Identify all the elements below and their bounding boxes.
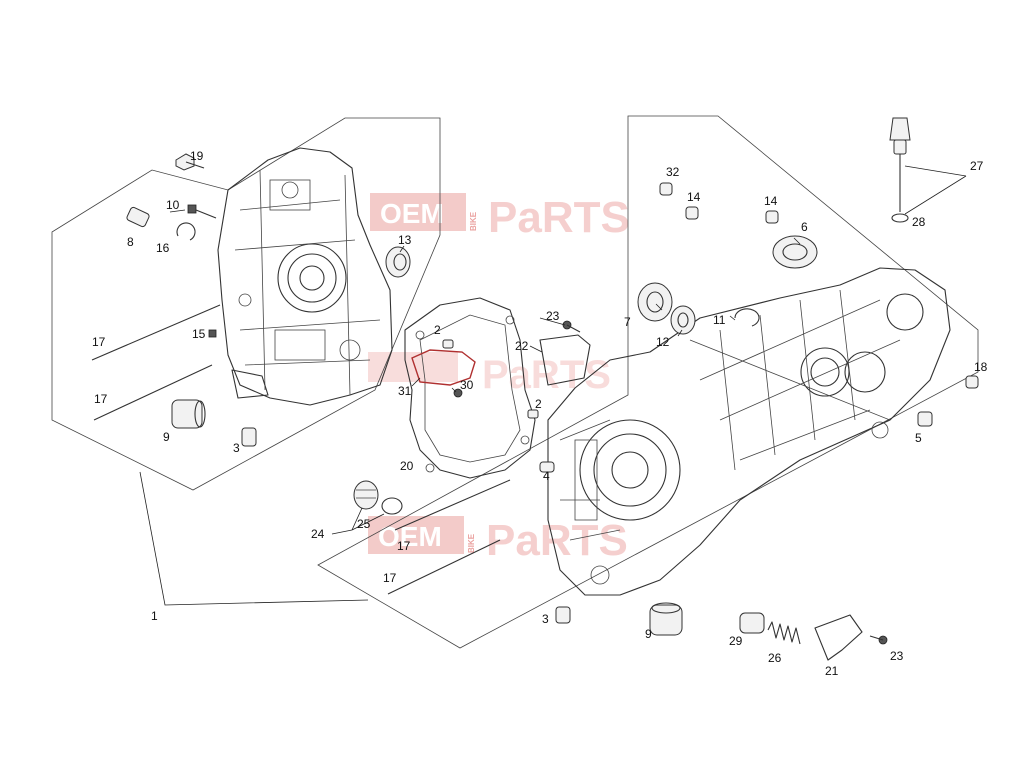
watermark-prefix: OEM — [380, 198, 444, 229]
callout-17b: 17 — [94, 392, 108, 406]
callout-3a: 3 — [233, 441, 240, 455]
watermark-bottom: OEM BIKE PaRTS — [368, 516, 628, 565]
dowel-pin-8 — [126, 206, 150, 228]
callout-9b: 9 — [645, 627, 652, 641]
callout-17c: 17 — [397, 539, 411, 553]
bracket-22 — [539, 334, 591, 386]
callout-20: 20 — [400, 459, 414, 473]
callout-14b: 14 — [764, 194, 778, 208]
callout-7: 7 — [624, 315, 631, 329]
callout-22: 22 — [515, 339, 529, 353]
pin-18 — [965, 375, 979, 389]
callout-19: 19 — [190, 149, 204, 163]
leader-lines — [169, 165, 967, 535]
callout-3b: 3 — [542, 612, 549, 626]
bush-14a — [685, 206, 699, 220]
bearing-12 — [670, 305, 696, 335]
callout-labels: 19 10 8 16 13 17 15 17 9 3 2 23 22 31 30… — [92, 149, 988, 678]
callout-27: 27 — [970, 159, 984, 173]
callout-11: 11 — [713, 313, 726, 327]
spring-26 — [767, 621, 801, 645]
bush-32 — [659, 182, 673, 196]
watermark-suffix: PaRTS — [488, 193, 630, 242]
circlip-11 — [734, 308, 760, 327]
callout-10: 10 — [166, 198, 180, 212]
bolt-10 — [187, 204, 217, 219]
callout-6: 6 — [801, 220, 808, 234]
pin-29 — [739, 612, 765, 634]
callout-25: 25 — [357, 517, 371, 531]
callout-30: 30 — [460, 378, 474, 392]
pin-2a — [442, 339, 454, 349]
callout-12: 12 — [656, 335, 670, 349]
callout-14a: 14 — [687, 190, 701, 204]
callout-28: 28 — [912, 215, 926, 229]
bearing-7 — [637, 282, 673, 322]
callout-29: 29 — [729, 634, 743, 648]
strainer-cover — [411, 349, 476, 386]
callout-24: 24 — [311, 527, 325, 541]
callout-5: 5 — [915, 431, 922, 445]
callout-2a: 2 — [434, 323, 441, 337]
screw-23a — [562, 320, 581, 333]
o-ring-25 — [381, 497, 403, 515]
watermark-top: OEM BIKE PaRTS — [370, 193, 630, 242]
callout-23a: 23 — [546, 309, 560, 323]
callout-17a: 17 — [92, 335, 106, 349]
bearing-6 — [772, 235, 818, 269]
stud-17a — [91, 304, 221, 361]
plate-21 — [814, 614, 863, 661]
pin-2b — [527, 409, 539, 419]
dowel-3b — [555, 606, 571, 624]
callout-18: 18 — [974, 360, 988, 374]
oil-filter-24 — [353, 480, 379, 510]
crankcase-gasket — [404, 297, 536, 479]
callout-32: 32 — [666, 165, 680, 179]
bushing-9b — [649, 602, 683, 636]
left-half-group-outline — [51, 117, 441, 491]
callout-2b: 2 — [535, 397, 542, 411]
left-crankcase-half — [217, 147, 393, 406]
callout-8: 8 — [127, 235, 134, 249]
stud-17b — [93, 364, 213, 421]
bolt-19 — [175, 153, 205, 171]
screw-23b — [869, 635, 888, 645]
bushing-9a — [171, 399, 206, 429]
callout-17d: 17 — [383, 571, 397, 585]
callout-16: 16 — [156, 241, 170, 255]
bush-14b — [765, 210, 779, 224]
circlip-16 — [176, 222, 196, 241]
callout-13: 13 — [398, 233, 412, 247]
watermark-vertical-bottom: BIKE — [467, 533, 476, 553]
pin-4 — [539, 461, 555, 473]
leader-1 — [139, 471, 369, 606]
stud-17c — [394, 479, 511, 531]
right-half-group-outline — [317, 115, 979, 649]
callout-23b: 23 — [890, 649, 904, 663]
callout-4: 4 — [543, 469, 550, 483]
right-crankcase-half — [547, 267, 951, 596]
dipstick-27 — [889, 117, 911, 212]
pin-15 — [208, 329, 217, 338]
callout-31: 31 — [398, 384, 412, 398]
callout-1: 1 — [151, 609, 158, 623]
oil-seal-13 — [385, 246, 411, 278]
stud-17d — [387, 539, 501, 595]
callout-21: 21 — [825, 664, 839, 678]
callout-15: 15 — [192, 327, 206, 341]
callout-26: 26 — [768, 651, 782, 665]
bolt-30 — [453, 388, 463, 398]
dowel-3a — [241, 427, 257, 447]
callout-9a: 9 — [163, 430, 170, 444]
washer-28 — [891, 213, 909, 223]
watermark-vertical: BIKE — [469, 211, 478, 231]
pin-5 — [917, 411, 933, 427]
